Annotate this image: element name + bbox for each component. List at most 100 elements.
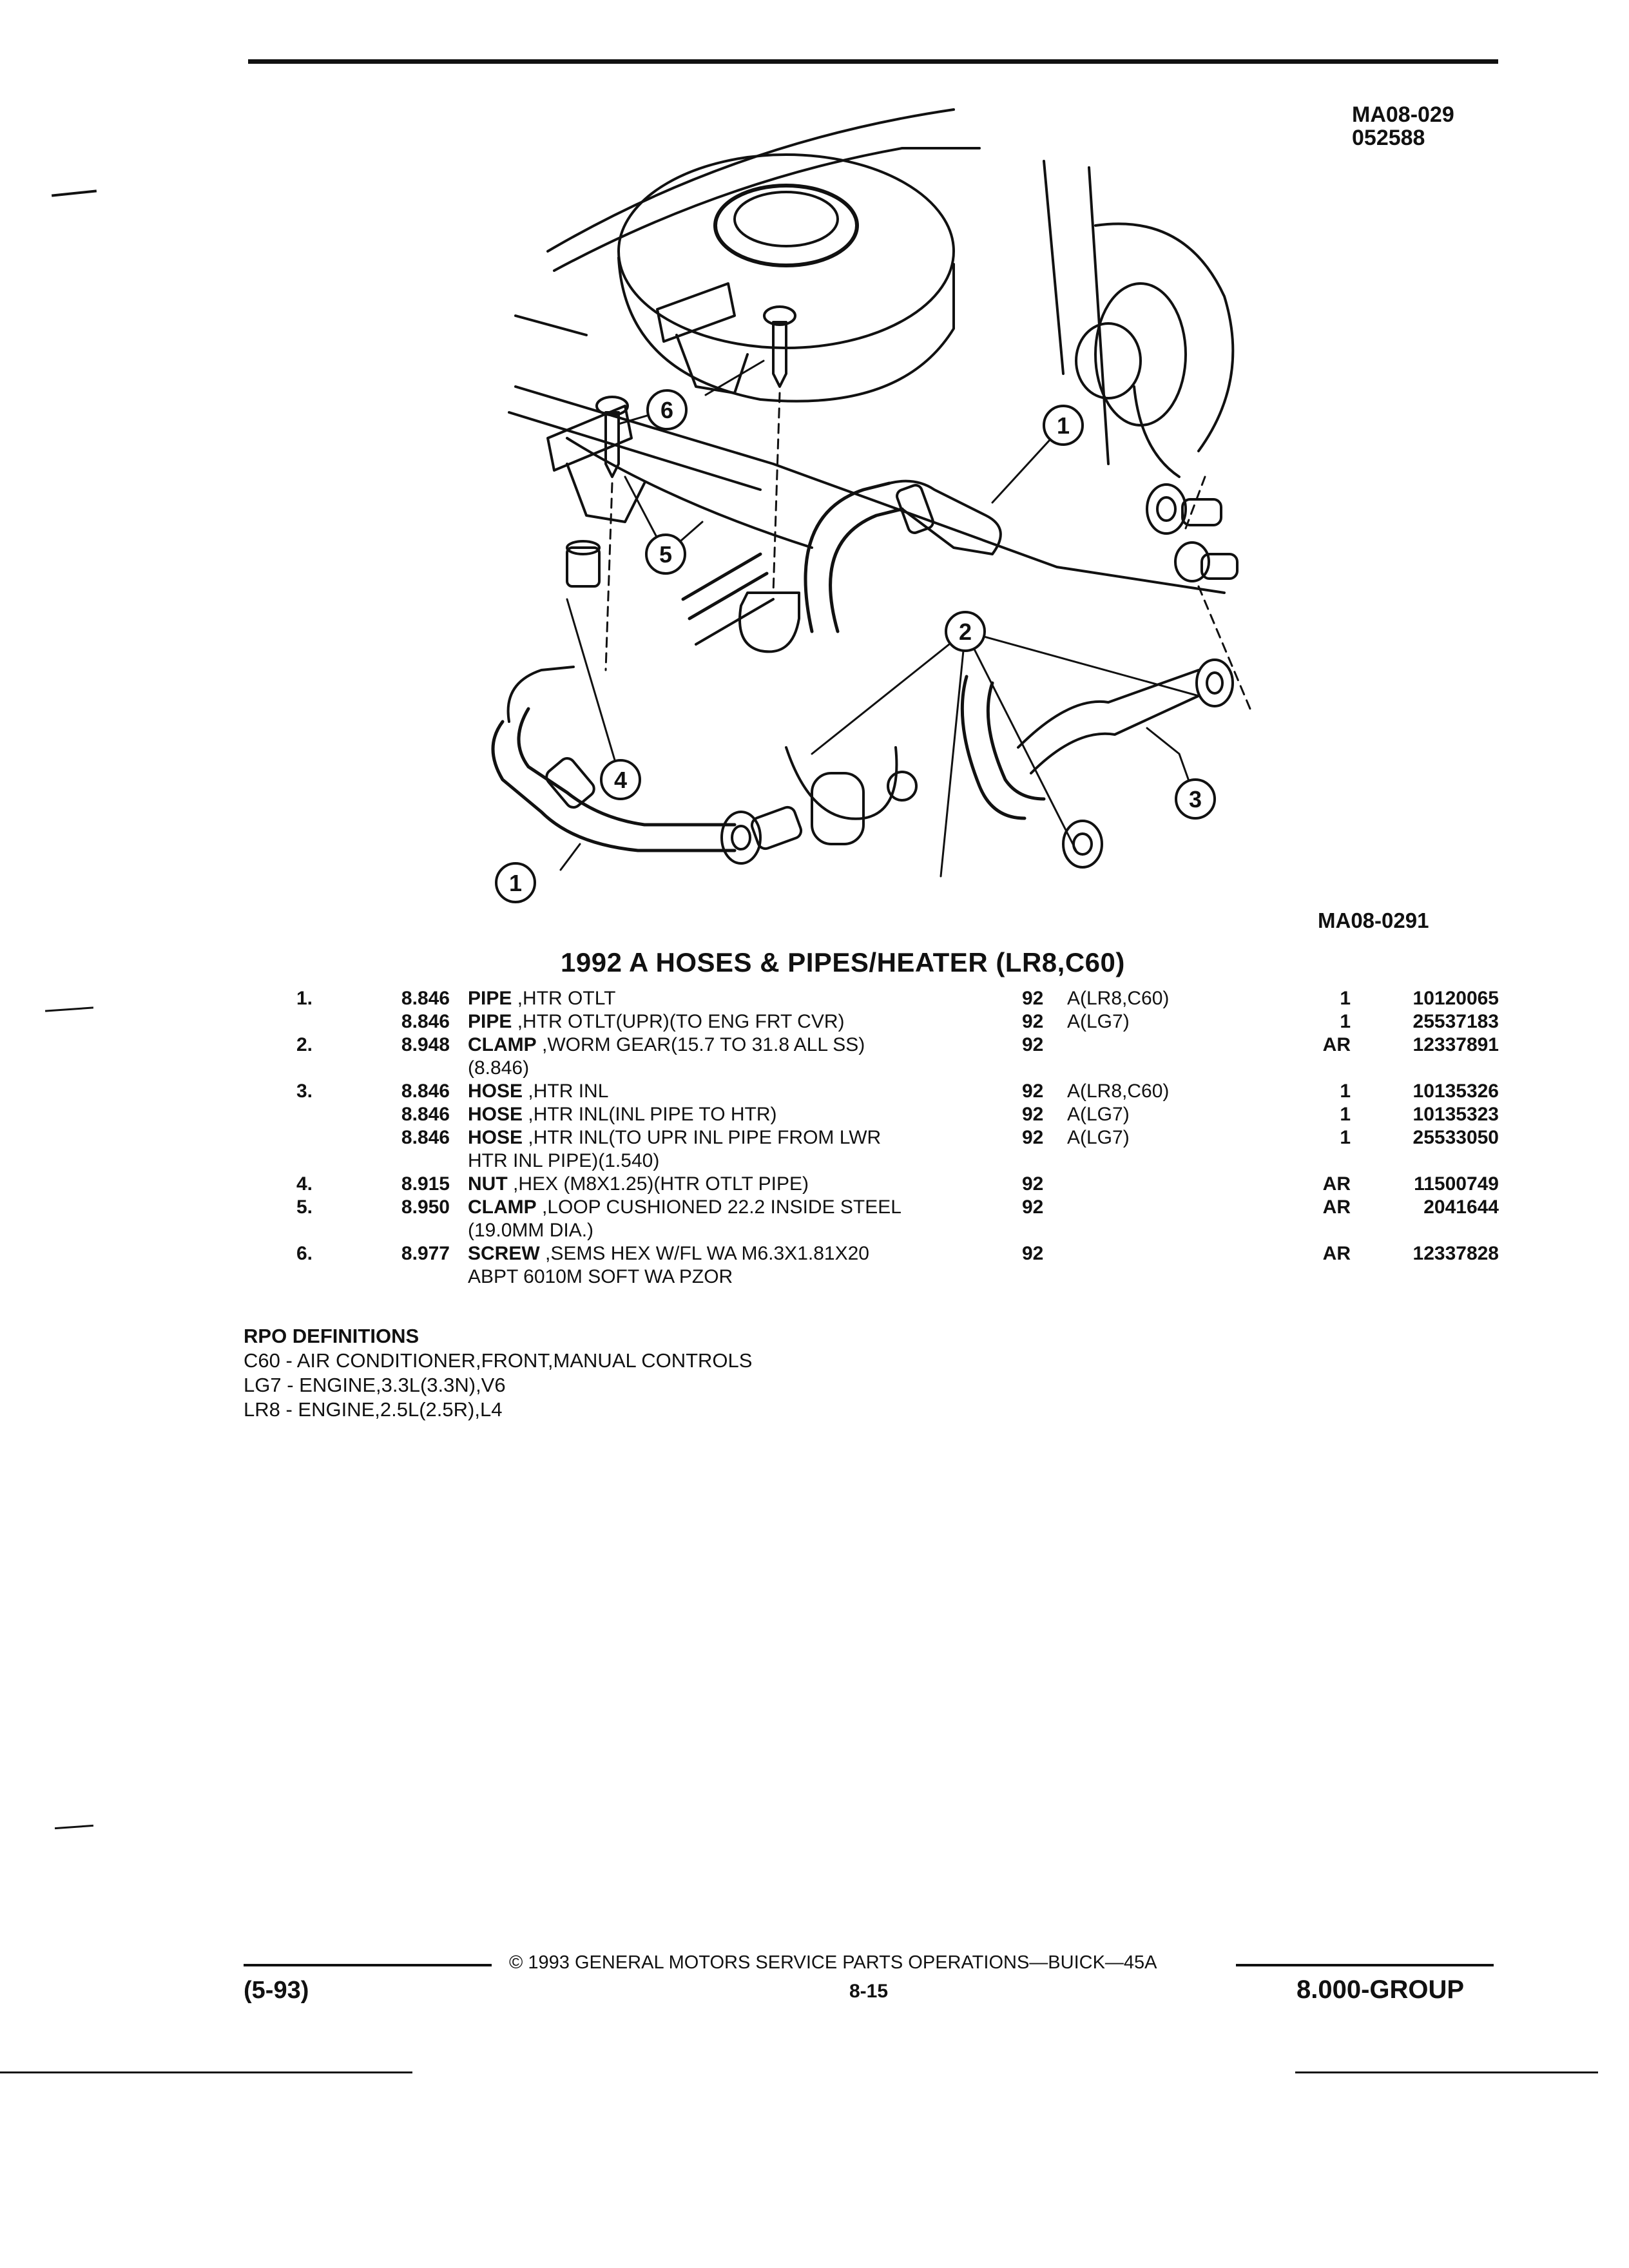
part-number: 12337828 [1412, 1243, 1499, 1264]
part-number: 10135323 [1412, 1104, 1499, 1125]
part-detail: ,WORM GEAR(15.7 TO 31.8 ALL SS) [536, 1034, 865, 1055]
application: A(LG7) [1067, 1104, 1130, 1125]
model-year: 92 [1022, 1034, 1044, 1055]
margin-mark [44, 1006, 94, 1012]
part-name: CLAMP [468, 1034, 537, 1055]
item-number [296, 1103, 380, 1126]
page-title: 1992 A HOSES & PIPES/HEATER (LR8,C60) [561, 947, 1125, 977]
item-number: 2. [296, 1034, 313, 1055]
quantity: 1 [1340, 1104, 1351, 1125]
top-rule [248, 59, 1498, 64]
quantity: AR [1322, 1196, 1351, 1218]
part-detail-continued: ABPT 6010M SOFT WA PZOR [468, 1266, 733, 1287]
part-name: NUT [468, 1173, 508, 1195]
callout-label: 3 [1189, 786, 1202, 812]
heater-hose-illustration: 1 6 5 4 2 3 1 [491, 108, 1251, 903]
margin-mark [51, 189, 97, 197]
item-number: 5. [296, 1196, 313, 1218]
model-year: 92 [1022, 1081, 1044, 1102]
part-detail: ,HTR INL(INL PIPE TO HTR) [523, 1104, 777, 1125]
group-number: 8.846 [401, 1011, 450, 1032]
rpo-item: LR8 - ENGINE,2.5L(2.5R),L4 [244, 1398, 503, 1421]
part-detail: ,HEX (M8X1.25)(HTR OTLT PIPE) [507, 1173, 809, 1195]
group-label: 8.000-GROUP [1296, 1975, 1465, 2004]
part-number: 25537183 [1412, 1011, 1499, 1032]
group-number: 8.915 [401, 1173, 450, 1195]
callout-label: 4 [614, 767, 627, 793]
part-name: PIPE [468, 988, 512, 1009]
group-number: 8.948 [401, 1034, 450, 1055]
rpo-item: C60 - AIR CONDITIONER,FRONT,MANUAL CONTR… [244, 1349, 753, 1372]
callout-label: 5 [659, 541, 672, 568]
part-detail: ,HTR OTLT(UPR)(TO ENG FRT CVR) [512, 1011, 845, 1032]
application: A(LR8,C60) [1067, 988, 1170, 1009]
part-detail: ,SEMS HEX W/FL WA M6.3X1.81X20 [539, 1243, 869, 1264]
quantity: AR [1322, 1173, 1351, 1195]
model-year: 92 [1022, 1011, 1044, 1032]
part-name: SCREW [468, 1243, 540, 1264]
item-number [296, 1126, 380, 1173]
part-name: HOSE [468, 1127, 523, 1148]
part-description: HOSE ,HTR INL [468, 1080, 1022, 1103]
quantity: 1 [1340, 988, 1351, 1009]
item-number: 6. [296, 1243, 313, 1264]
part-detail: ,LOOP CUSHIONED 22.2 INSIDE STEEL [536, 1196, 901, 1218]
copyright: © 1993 GENERAL MOTORS SERVICE PARTS OPER… [509, 1952, 1157, 1973]
screw-icon [763, 305, 796, 388]
part-name: HOSE [468, 1081, 523, 1102]
page-number: 8-15 [849, 1981, 889, 2002]
table-row: 2. 8.948 CLAMP ,WORM GEAR(15.7 TO 31.8 ALL… [296, 1033, 1499, 1080]
part-description: CLAMP ,WORM GEAR(15.7 TO 31.8 ALL SS)(8.… [468, 1033, 1022, 1080]
rpo-item: LG7 - ENGINE,3.3L(3.3N),V6 [244, 1374, 506, 1396]
quantity: 1 [1340, 1127, 1351, 1148]
part-name: PIPE [468, 1011, 512, 1032]
item-number [296, 1010, 380, 1033]
application: A(LG7) [1067, 1127, 1130, 1148]
part-detail: ,HTR INL(TO UPR INL PIPE FROM LWR [523, 1127, 882, 1148]
quantity: AR [1322, 1243, 1351, 1264]
part-detail-continued: HTR INL PIPE)(1.540) [468, 1150, 660, 1171]
part-name: CLAMP [468, 1196, 537, 1218]
part-number: 2041644 [1423, 1196, 1499, 1218]
application [1067, 1173, 1306, 1196]
application: A(LR8,C60) [1067, 1081, 1170, 1102]
group-number: 8.846 [401, 1104, 450, 1125]
part-description: HOSE ,HTR INL(INL PIPE TO HTR) [468, 1103, 1022, 1126]
group-number: 8.846 [401, 1127, 450, 1148]
table-row: 8.846 PIPE ,HTR OTLT(UPR)(TO ENG FRT CVR)… [296, 1010, 1499, 1033]
model-year: 92 [1022, 1243, 1044, 1264]
screw-icon [595, 396, 629, 478]
group-number: 8.846 [401, 988, 450, 1009]
part-number: 10120065 [1412, 988, 1499, 1009]
footer-rule-left [244, 1964, 492, 1966]
table-row: 8.846 HOSE ,HTR INL(INL PIPE TO HTR)92 A(L… [296, 1103, 1499, 1126]
bottom-rule-right [1295, 2071, 1598, 2073]
callout-label: 1 [509, 870, 522, 896]
callout-label: 6 [660, 397, 673, 423]
item-number: 1. [296, 988, 313, 1009]
callout-label: 1 [1057, 412, 1070, 439]
revision-date: (5-93) [244, 1977, 309, 2004]
rpo-heading: RPO DEFINITIONS [244, 1325, 419, 1347]
model-year: 92 [1022, 1173, 1044, 1195]
model-year: 92 [1022, 1104, 1044, 1125]
part-description: PIPE ,HTR OTLT(UPR)(TO ENG FRT CVR) [468, 1010, 1022, 1033]
rpo-definitions: RPO DEFINITIONS C60 - AIR CONDITIONER,FR… [244, 1324, 752, 1422]
model-year: 92 [1022, 1196, 1044, 1218]
model-year: 92 [1022, 1127, 1044, 1148]
part-detail: ,HTR OTLT [512, 988, 616, 1009]
table-row: 8.846 HOSE ,HTR INL(TO UPR INL PIPE FROM … [296, 1126, 1499, 1173]
callout-label: 2 [959, 619, 972, 645]
item-number: 3. [296, 1081, 313, 1102]
part-detail-continued: (19.0MM DIA.) [468, 1220, 594, 1241]
footer-rule-right [1236, 1964, 1494, 1966]
application [1067, 1242, 1306, 1289]
part-description: CLAMP ,LOOP CUSHIONED 22.2 INSIDE STEEL(… [468, 1196, 1022, 1242]
